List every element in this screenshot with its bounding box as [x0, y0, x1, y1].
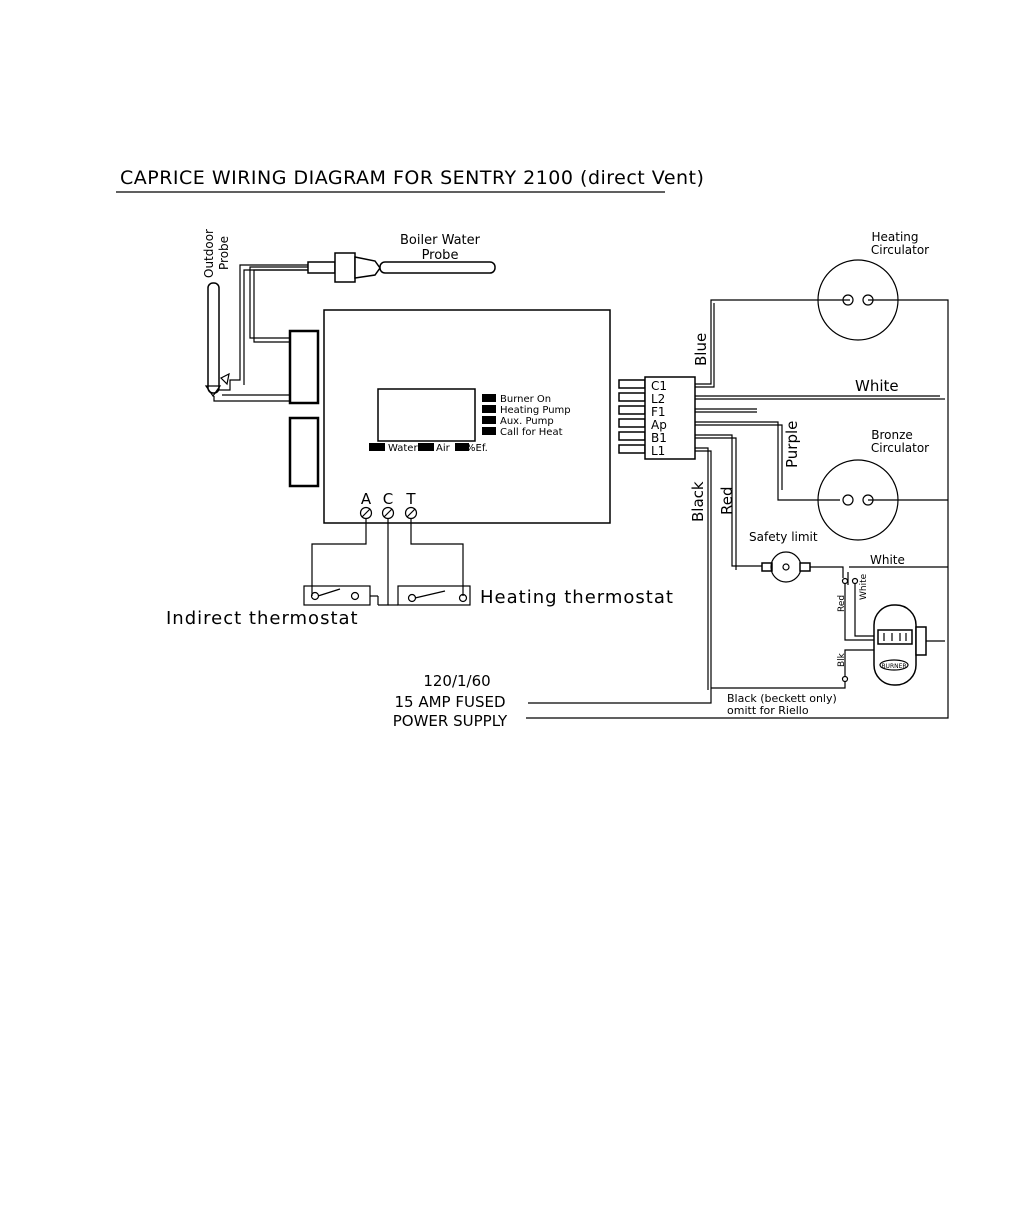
safety-limit: Safety limit [749, 530, 818, 583]
pin-f1: F1 [651, 405, 666, 419]
indicator-burner-on: Burner On [500, 394, 551, 405]
probe-terminal-block [288, 329, 320, 405]
boiler-water-probe: Boiler Water Probe [307, 233, 496, 283]
display-screen [377, 388, 476, 442]
heating-thermostat-switch: Heating thermostat [397, 585, 674, 608]
indirect-thermostat-label: Indirect thermostat [166, 608, 359, 629]
black-note-line1: Black (beckett only) [727, 692, 837, 705]
wire-label-red: Red [718, 487, 736, 516]
terminal-t-label: T [405, 490, 416, 508]
pin-c1: C1 [651, 379, 667, 393]
bronze-circulator-label-1: Bronze [871, 428, 913, 442]
wire-label-white-mid: White [870, 553, 905, 567]
wire-label-blk-small: Blk [837, 652, 847, 667]
wire-label-purple: Purple [783, 421, 801, 468]
safety-limit-label: Safety limit [749, 530, 818, 544]
thermostat-terminal-block [288, 416, 320, 488]
wire-label-blue: Blue [692, 333, 710, 366]
power-line-1: 120/1/60 [423, 672, 490, 690]
connector-block: C1 L2 F1 Ap B1 L1 [618, 376, 696, 460]
bronze-circulator-label-2: Circulator [871, 441, 929, 455]
heating-circulator: Heating Circulator [817, 230, 929, 341]
mode-water: Water [388, 443, 418, 454]
indicator-aux-pump: Aux. Pump [500, 416, 554, 427]
heating-circulator-label-2: Circulator [871, 243, 929, 257]
pin-l1: L1 [651, 444, 665, 458]
pin-b1: B1 [651, 431, 667, 445]
indirect-thermostat-switch: Indirect thermostat [166, 585, 371, 629]
wire-label-white-top: White [855, 377, 899, 395]
indicator-heating-pump: Heating Pump [500, 405, 571, 416]
power-line-2: 15 AMP FUSED [394, 693, 505, 711]
heating-circulator-label-1: Heating [871, 230, 918, 244]
mode-air: Air [436, 443, 451, 454]
pin-l2: L2 [651, 392, 665, 406]
outdoor-probe-label-1: Outdoor [202, 229, 216, 278]
boiler-probe-label-2: Probe [422, 248, 459, 263]
terminal-c-label: C [383, 490, 393, 508]
bronze-circulator: Bronze Circulator [817, 428, 929, 541]
black-note-line2: omitt for Riello [727, 704, 809, 717]
diagram-title: CAPRICE WIRING DIAGRAM FOR SENTRY 2100 (… [120, 167, 704, 189]
heating-thermostat-label: Heating thermostat [480, 587, 674, 608]
power-supply: 120/1/60 15 AMP FUSED POWER SUPPLY [393, 672, 508, 730]
power-line-3: POWER SUPPLY [393, 712, 508, 730]
outdoor-probe: Outdoor Probe [202, 229, 231, 398]
wire-label-white-small: White [859, 573, 869, 600]
mode-efficiency: %Ef. [466, 443, 488, 454]
boiler-probe-label-1: Boiler Water [400, 233, 481, 248]
indicator-list: Burner On Heating Pump Aux. Pump Call fo… [482, 394, 571, 438]
burner: BURNER [873, 604, 945, 686]
wire-label-black: Black [689, 481, 707, 522]
terminal-a-label: A [361, 490, 372, 508]
wire-label-red-small: Red [837, 595, 847, 612]
act-terminals: A C T [359, 490, 418, 520]
pin-ap: Ap [651, 418, 667, 432]
mode-list: Water Air %Ef. [369, 443, 488, 454]
burner-label: BURNER [881, 663, 906, 670]
indicator-call-for-heat: Call for Heat [500, 427, 563, 438]
outdoor-probe-label-2: Probe [217, 236, 231, 270]
